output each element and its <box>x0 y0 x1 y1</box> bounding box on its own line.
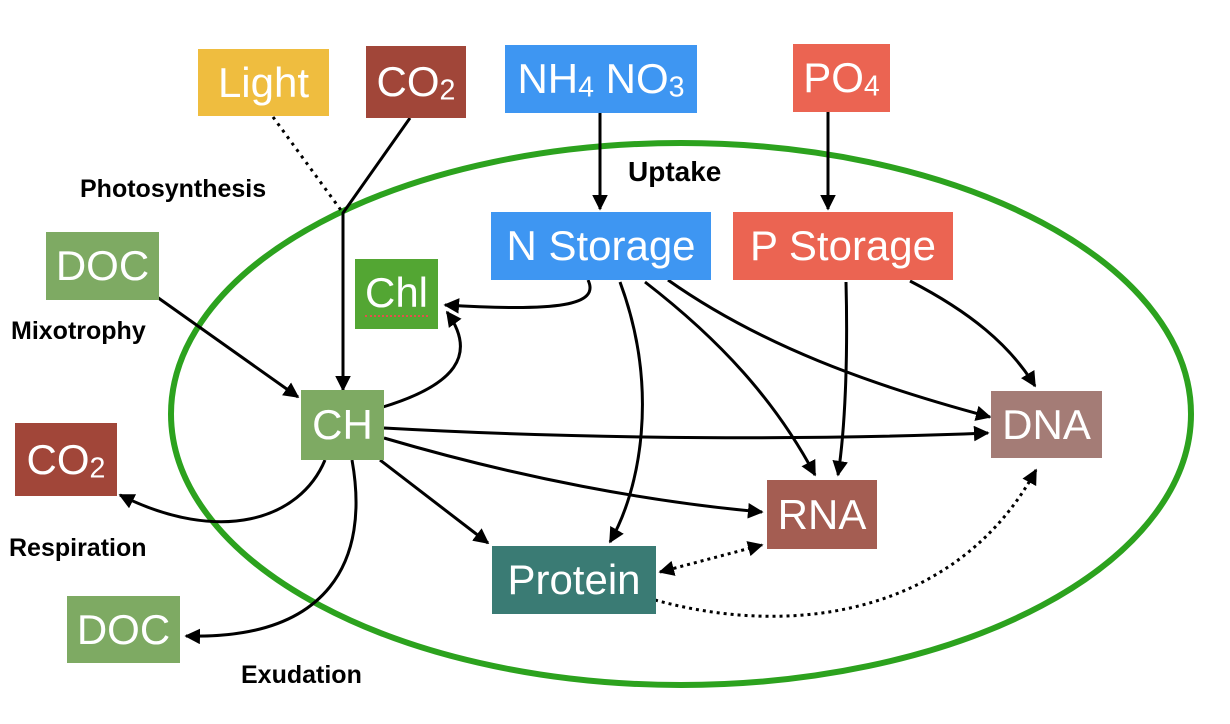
edge-ch-co2-respiration <box>118 459 327 524</box>
label-respiration: Respiration <box>9 534 147 562</box>
node-n-storage-label: N Storage <box>506 222 696 269</box>
edge-light-ch <box>271 116 345 214</box>
edge-ch-chl <box>382 310 462 409</box>
node-doc-input: DOC <box>46 232 159 300</box>
node-p-storage-label: P Storage <box>749 222 937 269</box>
node-doc-output: DOC <box>67 596 180 663</box>
node-co2-output: CO2 <box>15 423 117 496</box>
edge-protein-dna <box>654 468 1038 618</box>
edge-pstorage-rna <box>832 281 849 477</box>
node-light: Light <box>198 49 329 116</box>
node-co2-input: CO2 <box>366 46 466 118</box>
node-p-storage: P Storage <box>733 212 953 280</box>
node-n-storage: N Storage <box>491 212 711 280</box>
node-protein-label: Protein <box>507 556 641 603</box>
node-co2-input-label: CO2 <box>376 58 456 107</box>
node-doc-input-label: DOC <box>55 242 150 289</box>
node-nh4-no3: NH4 NO3 <box>505 45 697 113</box>
edge-co2-ch <box>335 117 412 392</box>
edge-nstorage-protein <box>608 281 644 544</box>
label-uptake: Uptake <box>628 156 722 187</box>
node-rna: RNA <box>767 480 877 549</box>
node-nh4-no3-label: NH4 NO3 <box>517 55 685 104</box>
edge-pstorage-dna <box>909 279 1037 388</box>
node-light-label: Light <box>217 58 310 106</box>
edge-nstorage-rna <box>644 280 817 477</box>
edge-ch-dna <box>383 425 990 442</box>
node-chl: Chl <box>355 259 438 329</box>
node-chl-label: Chl <box>364 268 429 317</box>
label-mixotrophy: Mixotrophy <box>11 317 146 345</box>
node-ch: CH <box>301 390 384 460</box>
node-po4-label: PO4 <box>803 54 880 103</box>
edge-protein-rna <box>658 541 764 576</box>
edge-nstorage-chl <box>443 279 592 314</box>
edge-ch-protein <box>379 458 490 545</box>
node-po4: PO4 <box>793 44 890 112</box>
label-photosynthesis: Photosynthesis <box>80 175 267 203</box>
node-dna-label: DNA <box>1002 400 1091 448</box>
node-co2-output-label: CO2 <box>26 435 106 484</box>
edge-doc-ch <box>156 295 300 399</box>
label-exudation: Exudation <box>241 661 362 689</box>
edge-ch-doc-exudation <box>184 459 358 645</box>
cell-outline <box>168 140 1194 688</box>
node-rna-label: RNA <box>777 490 867 538</box>
node-doc-output-label: DOC <box>76 605 171 653</box>
edge-ch-rna <box>383 436 764 519</box>
edge-nstorage-dna <box>667 278 992 421</box>
node-protein: Protein <box>492 546 656 614</box>
node-dna: DNA <box>991 391 1102 458</box>
node-ch-label: CH <box>312 401 373 448</box>
